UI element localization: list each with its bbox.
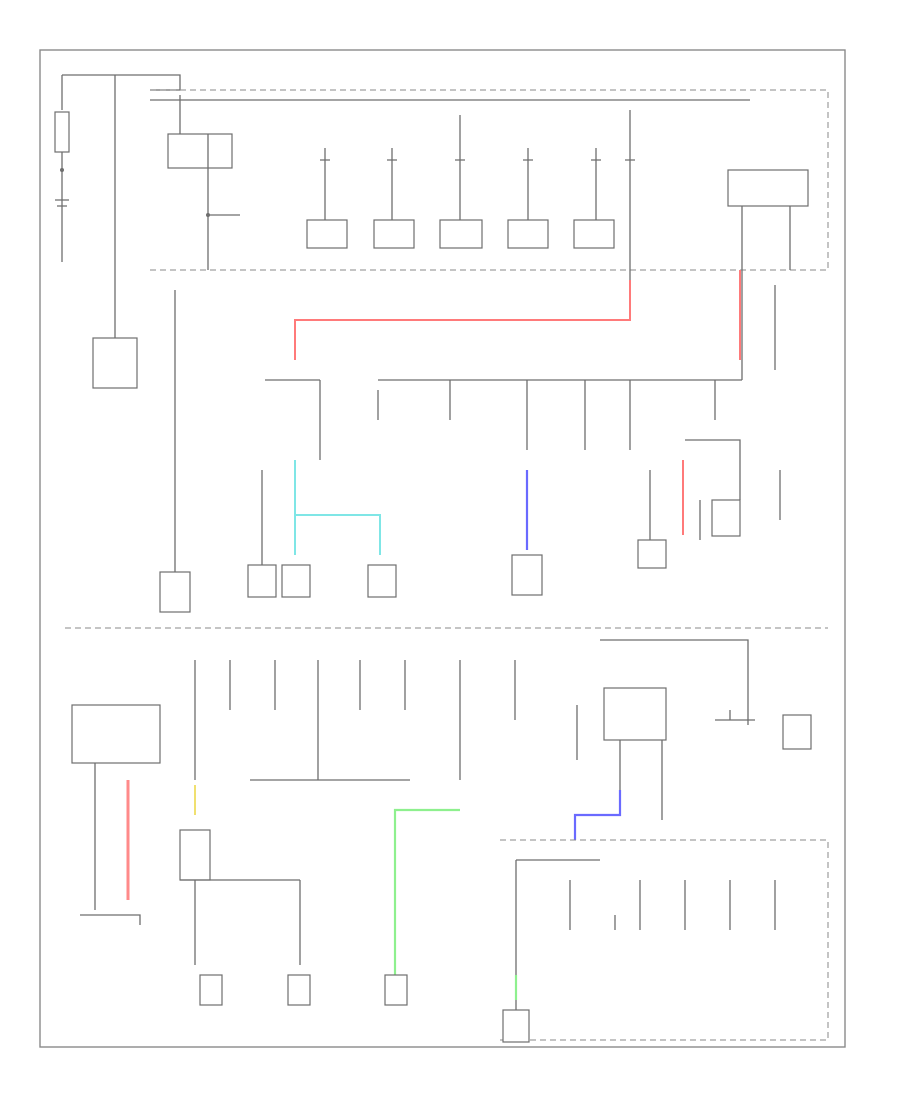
middle-section [65,270,828,629]
fuse-block-2 [373,219,415,249]
connector-1 [199,974,223,1006]
relay-bottom-1 [179,829,211,881]
relay-top-left [167,133,233,169]
green-wire [393,808,460,980]
blue-wire-bottom [573,790,622,840]
fuse-block-13 [782,714,812,750]
fuse-block-3 [439,219,483,249]
starter-relay [92,337,138,389]
bottom-section [71,639,829,1043]
fuse-block-7 [247,564,277,598]
fuse-block-10 [511,554,543,596]
diagram-frame [39,49,846,1048]
red-wire-top [294,280,631,360]
connector-3 [384,974,408,1006]
fuse-block-9 [367,564,397,598]
underhood-fuse-box-boundary [150,89,829,271]
relay-top-right [727,169,809,207]
fuse-block-8 [281,564,311,598]
fuse-block-4 [507,219,549,249]
fuse-block-6 [159,571,191,613]
fuse-block-1 [306,219,348,249]
top-fuse-box-section [54,74,829,389]
relay-bottom-2 [603,687,667,741]
bottom-left-unit [71,704,161,764]
fuse-block-14 [502,1009,530,1043]
battery-symbol [54,111,70,153]
fuse-block-5 [573,219,615,249]
connector-2 [287,974,311,1006]
passenger-fuse-box-boundary [500,839,829,1041]
fuse-block-12 [711,499,741,537]
fuse-block-11 [637,539,667,569]
cyan-wire [294,460,381,555]
